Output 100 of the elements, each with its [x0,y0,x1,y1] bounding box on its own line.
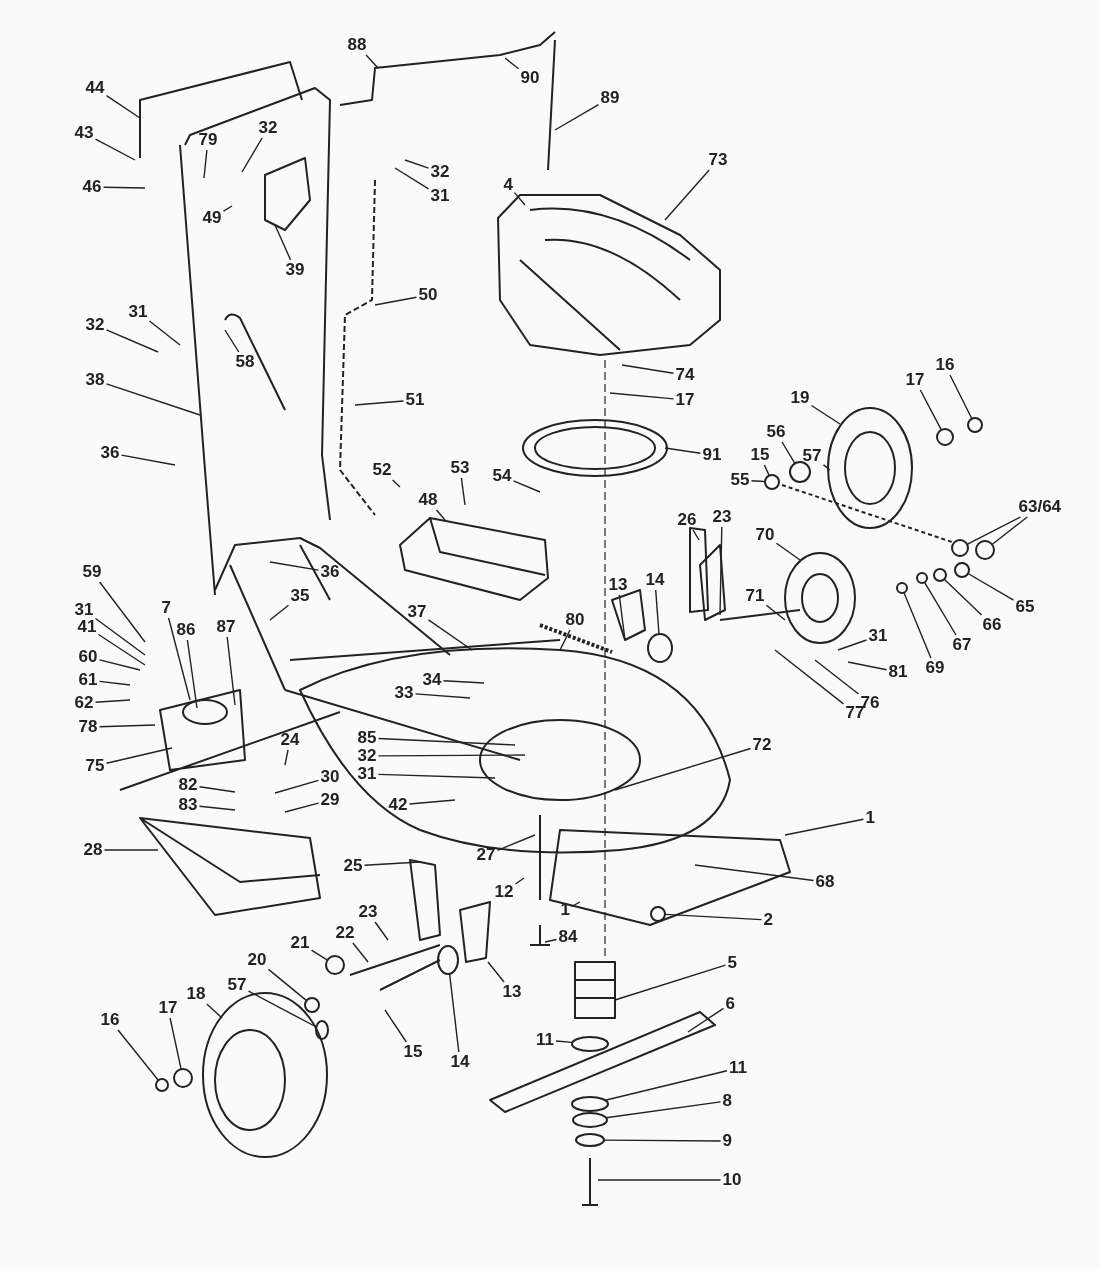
leader-line [460,477,466,506]
leader-line [247,990,317,1028]
callout-number: 89 [599,89,621,107]
leader-line [377,773,496,779]
leader-line [781,441,796,465]
leader-line [966,516,1022,546]
leader-line [414,693,471,699]
round-part [967,417,983,433]
callout-number: 6 [724,995,736,1013]
callout-number: 57 [801,447,823,465]
leader-line [377,754,526,757]
callout-number: 85 [356,729,378,747]
round-part [575,1133,605,1147]
callout-number: 2 [762,911,774,929]
leader-line [664,447,702,454]
leader-line [513,191,526,206]
leader-line [198,786,236,793]
callout-number: 48 [417,491,439,509]
leader-line [384,1009,407,1043]
leader-line [374,921,389,941]
callout-number: 70 [754,526,776,544]
callout-number: 81 [887,663,909,681]
round-part [315,1020,329,1040]
leader-line [269,604,290,621]
leader-line [765,604,786,621]
round-part [571,1036,609,1052]
round-part [173,1068,193,1088]
leader-line [903,591,932,659]
leader-line [352,942,369,963]
leader-line [394,167,430,190]
callout-number: 59 [81,563,103,581]
leader-line [117,1029,159,1081]
callout-number: 57 [226,976,248,994]
callout-number: 25 [342,857,364,875]
leader-line [967,572,1015,601]
callout-number: 38 [84,371,106,389]
callout-number: 32 [429,163,451,181]
callout-number: 43 [73,124,95,142]
callout-number: 18 [185,985,207,1003]
callout-number: 67 [951,636,973,654]
callout-number: 44 [84,79,106,97]
leader-line [98,659,141,671]
leader-line [284,749,289,766]
callout-number: 32 [257,119,279,137]
callout-number: 61 [77,671,99,689]
leader-line [991,516,1028,546]
round-part [975,540,995,560]
leader-line [105,329,159,353]
callout-number: 56 [765,423,787,441]
leader-line [226,636,236,706]
leader-line [167,617,191,701]
callout-number: 31 [73,601,95,619]
callout-number: 31 [429,187,451,205]
callout-number: 23 [711,508,733,526]
leader-line [604,1070,728,1101]
leader-line [435,509,446,521]
callout-number: 31 [127,303,149,321]
leader-line [847,661,888,671]
callout-number: 62 [73,694,95,712]
leader-line [98,724,156,728]
leader-line [442,680,485,684]
leader-line [559,629,571,651]
callout-number: 73 [707,151,729,169]
callout-number: 42 [387,796,409,814]
callout-number: 50 [417,286,439,304]
callout-number: 15 [402,1043,424,1061]
round-part [437,945,459,975]
leader-line [763,464,770,477]
callout-number: 26 [676,511,698,529]
leader-line [241,137,263,173]
leader-line [94,138,136,161]
leader-line [94,699,131,703]
callout-number: 22 [334,924,356,942]
callout-number: 11 [535,1031,555,1049]
leader-line [784,818,865,836]
leader-line [603,1139,722,1142]
callout-number: 52 [371,461,393,479]
callout-number: 33 [393,684,415,702]
round-part [304,997,320,1013]
leader-line [408,799,456,805]
callout-number: 13 [607,576,629,594]
callout-number: 13 [501,983,523,1001]
callout-number: 53 [449,459,471,477]
leader-line [120,454,176,466]
leader-line [614,964,727,1001]
leader-line [692,529,700,541]
callout-number: 69 [924,659,946,677]
leader-line [267,968,308,1002]
callout-number: 5 [726,954,738,972]
callout-number: 71 [744,587,766,605]
leader-line [775,542,801,561]
leader-line [655,589,660,635]
leader-line [404,159,430,169]
round-part [764,474,780,490]
callout-number: 14 [644,571,666,589]
leader-line [274,779,320,794]
callout-number: 80 [564,611,586,629]
callout-number: 36 [319,563,341,581]
callout-number: 60 [77,648,99,666]
callout-number: 7 [160,599,172,617]
